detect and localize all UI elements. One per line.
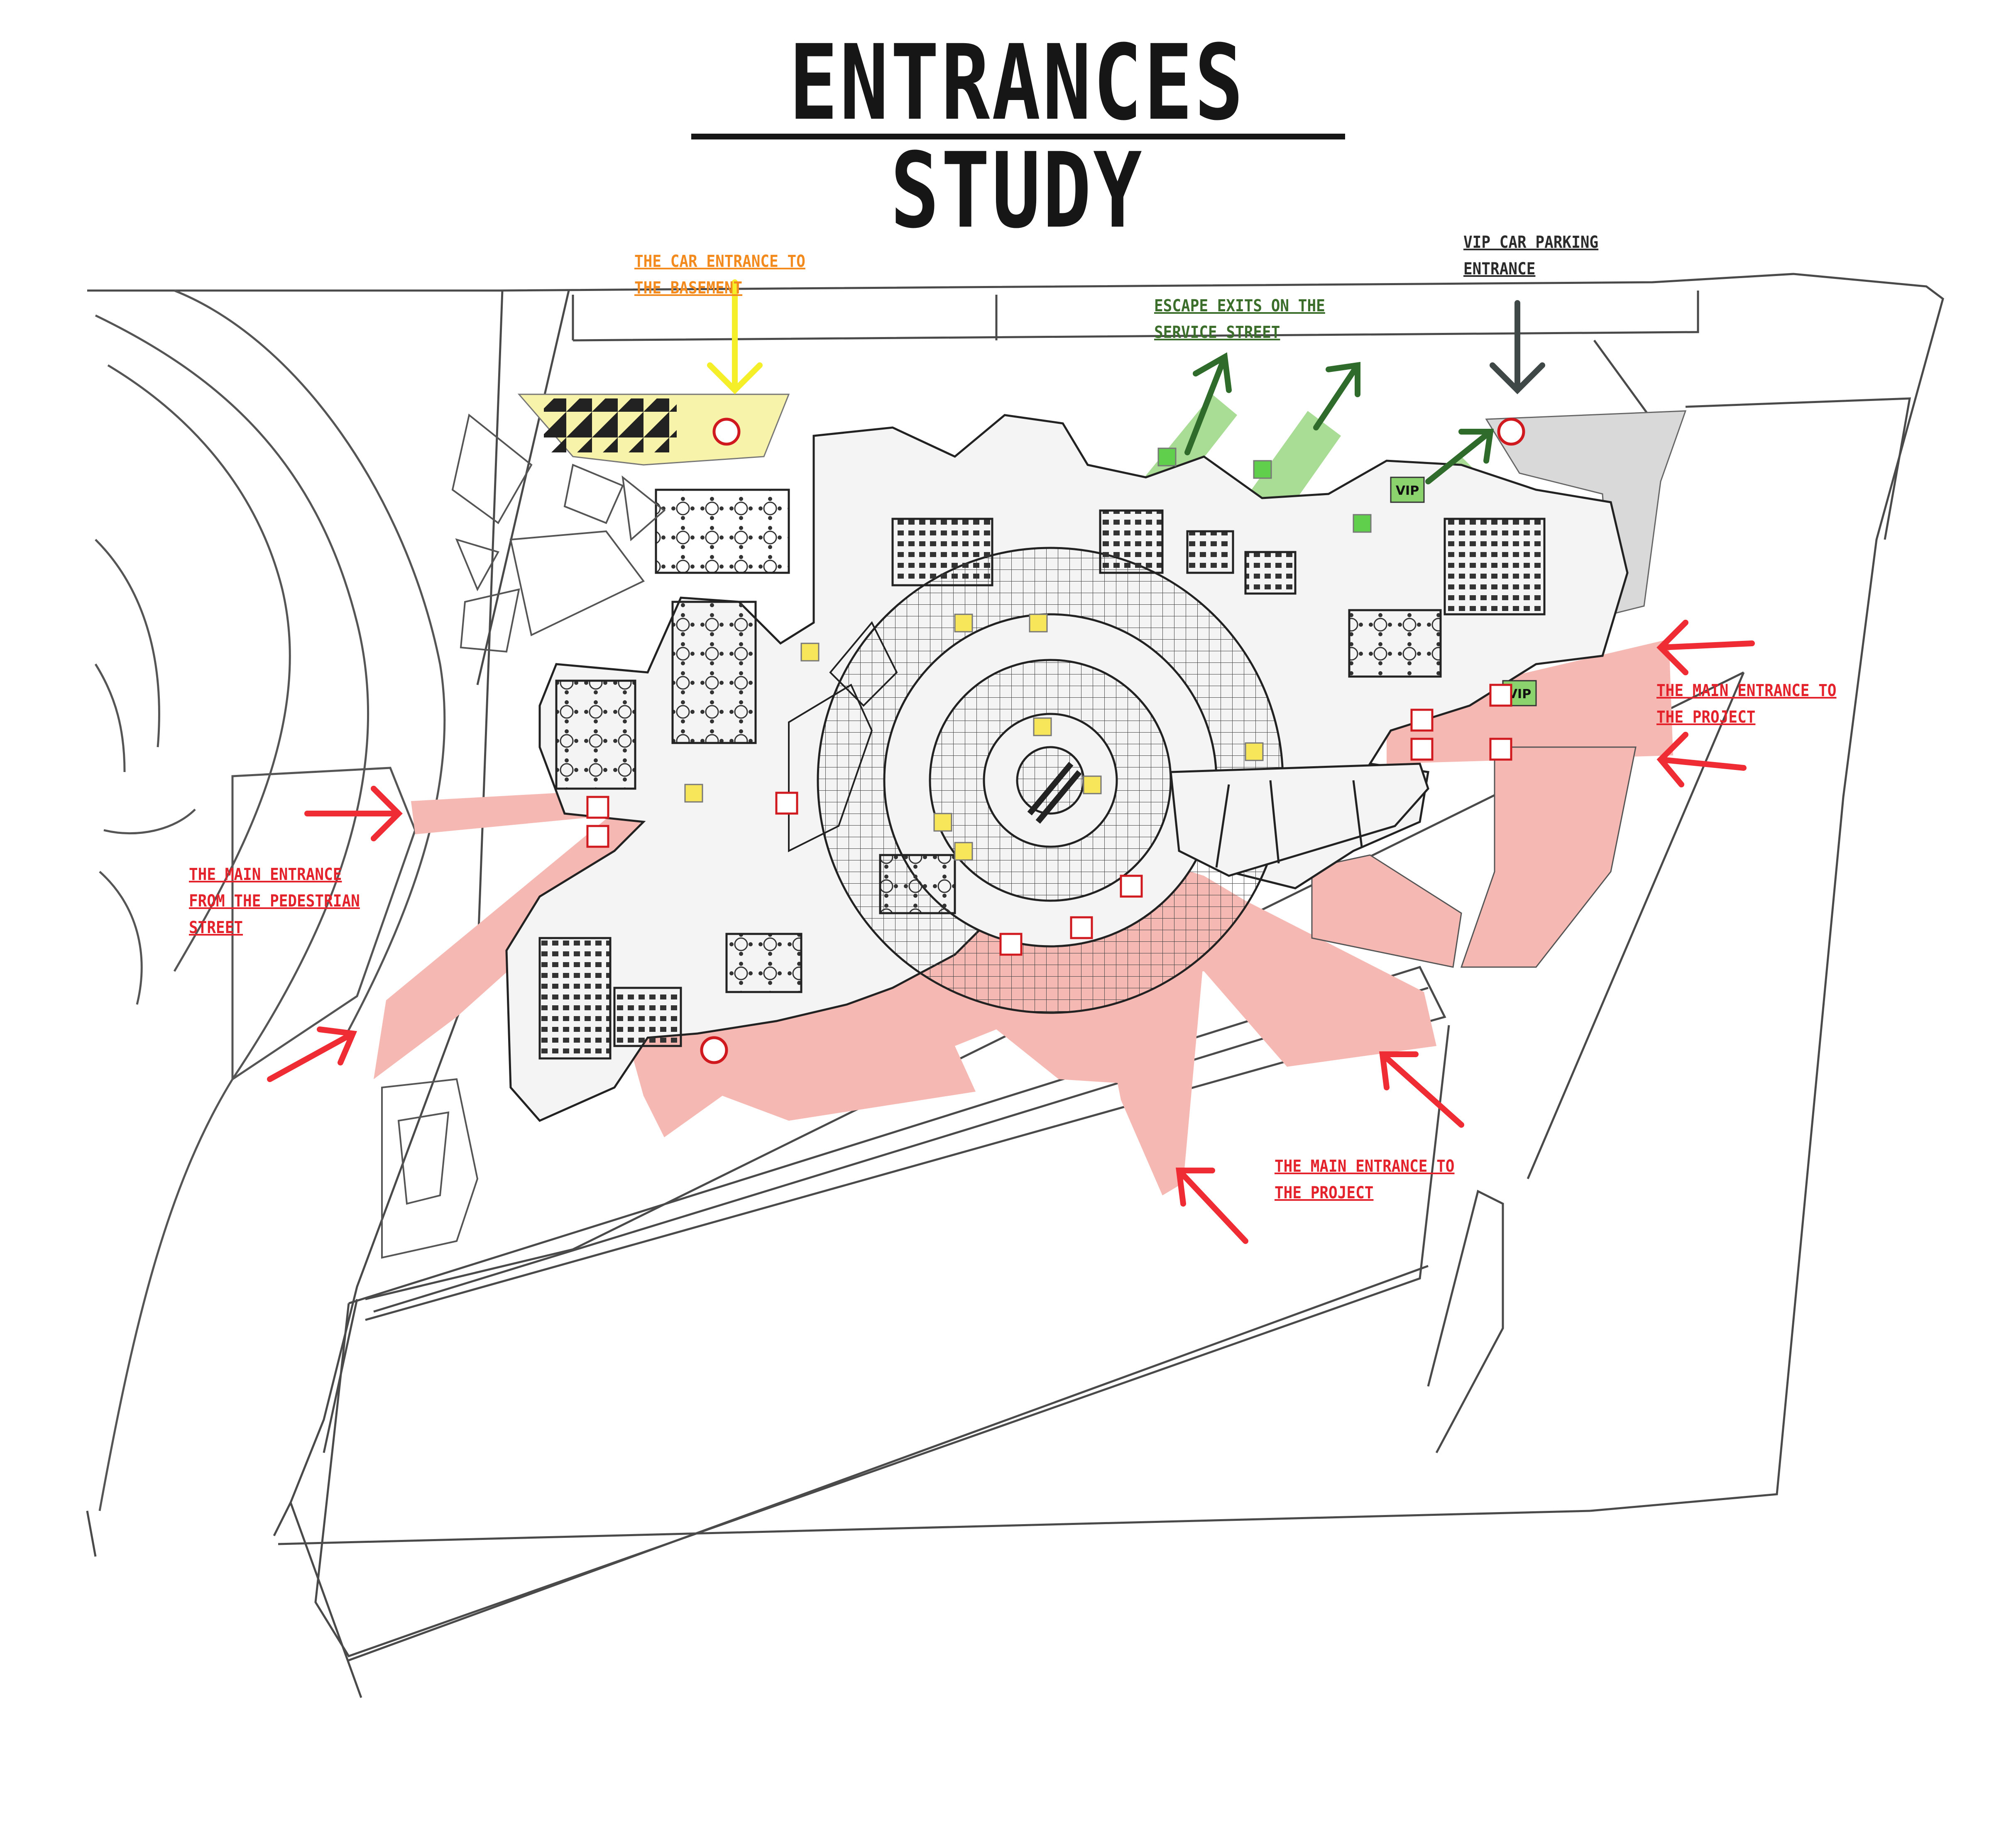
wheelchair-icon bbox=[775, 792, 798, 815]
exit-sign-icon bbox=[1033, 717, 1052, 736]
exit-sign-icon bbox=[1245, 742, 1264, 761]
escape-exit-arrow-icon-3 bbox=[1425, 429, 1494, 484]
vip-badges: VIP VIP bbox=[1390, 476, 1537, 706]
exit-sign-icon bbox=[1157, 447, 1177, 467]
car-icon bbox=[700, 1036, 728, 1064]
exit-sign-icon bbox=[684, 784, 703, 803]
car-markers bbox=[700, 418, 1525, 1064]
label-line: SERVICE STREET bbox=[1154, 323, 1280, 342]
vip-parking-zone bbox=[1485, 410, 1687, 615]
label-escape-exits: ESCAPE EXITS ON THE SERVICE STREET bbox=[1154, 293, 1325, 346]
page-title: ENTRANCES STUDY bbox=[789, 22, 1245, 251]
label-main-entrance-right: THE MAIN ENTRANCE TO THE PROJECT bbox=[1656, 677, 1836, 731]
title-underline bbox=[691, 134, 1345, 139]
exit-sign-icon bbox=[800, 643, 820, 662]
main-entrance-arrow-icon-6 bbox=[1176, 1168, 1248, 1244]
car-icon bbox=[1497, 418, 1525, 446]
escape-exit-arrow-icon-2 bbox=[1313, 362, 1360, 430]
main-entrance-arrow-icon-2 bbox=[267, 1026, 357, 1082]
vip-parking-arrow-icon bbox=[1490, 300, 1545, 394]
building-footprint bbox=[505, 414, 1629, 1122]
label-line: ENTRANCE bbox=[1463, 259, 1536, 279]
left-roads bbox=[94, 289, 446, 1511]
label-line: THE CAR ENTRANCE TO bbox=[634, 252, 805, 271]
pedestrian-icon bbox=[1070, 916, 1093, 939]
main-entrance-arrow-icon-4 bbox=[1656, 732, 1747, 787]
exit-sign-icon bbox=[1253, 460, 1272, 479]
label-line: VIP CAR PARKING bbox=[1463, 233, 1599, 252]
escape-exit-arrows bbox=[1184, 352, 1494, 484]
main-entrance-arrows bbox=[267, 620, 1755, 1244]
vip-badge-text: VIP bbox=[1396, 484, 1419, 498]
main-entrance-arrow-icon-3 bbox=[1656, 620, 1755, 675]
escape-exit-arrow-icon-1 bbox=[1184, 352, 1232, 455]
label-vip-parking-entrance: VIP CAR PARKING ENTRANCE bbox=[1463, 229, 1598, 282]
pedestrian-icon bbox=[999, 933, 1023, 956]
pedestrian-icon bbox=[1410, 738, 1434, 761]
exit-sign-markers bbox=[684, 447, 1372, 861]
wheelchair-icon bbox=[1410, 709, 1434, 732]
pedestrian-icon bbox=[1489, 738, 1512, 761]
label-car-entrance-basement: THE CAR ENTRANCE TO THE BASEMENT bbox=[634, 248, 805, 301]
label-line: STREET bbox=[189, 918, 243, 937]
lower-parking-field bbox=[314, 965, 1450, 1658]
landscape-shards bbox=[381, 413, 666, 1259]
label-line: THE PROJECT bbox=[1275, 1183, 1374, 1202]
label-line: THE MAIN ENTRANCE bbox=[189, 865, 342, 884]
main-entrance-arrow-icon-1 bbox=[304, 786, 403, 841]
exit-sign-icon bbox=[954, 842, 973, 861]
exit-sign-icon bbox=[1083, 775, 1102, 794]
wheelchair-icon bbox=[1489, 684, 1512, 707]
accessibility-markers bbox=[586, 684, 1512, 956]
exit-sign-icon bbox=[933, 813, 952, 832]
pedestrian-icon bbox=[1120, 875, 1143, 898]
label-main-entrance-pedestrian: THE MAIN ENTRANCE FROM THE PEDESTRIAN ST… bbox=[189, 861, 360, 941]
label-line: ESCAPE EXITS ON THE bbox=[1154, 296, 1325, 315]
main-entrance-arrow-icon-5 bbox=[1379, 1051, 1464, 1128]
ramp-zone-right bbox=[1460, 746, 1637, 968]
exit-sign-icon bbox=[954, 613, 973, 633]
wheelchair-icon bbox=[586, 796, 609, 819]
label-line: THE BASEMENT bbox=[634, 279, 743, 298]
label-line: THE MAIN ENTRANCE TO bbox=[1656, 681, 1837, 700]
pedestrian-icon bbox=[586, 825, 609, 848]
label-line: THE MAIN ENTRANCE TO bbox=[1275, 1157, 1455, 1176]
label-line: THE PROJECT bbox=[1656, 708, 1756, 727]
car-entrance-arrow-icon bbox=[707, 279, 763, 394]
label-main-entrance-bottom: THE MAIN ENTRANCE TO THE PROJECT bbox=[1275, 1153, 1454, 1206]
exit-sign-icon bbox=[1029, 613, 1048, 633]
label-line: FROM THE PEDESTRIAN bbox=[189, 892, 360, 911]
ramp-zone-lower bbox=[1311, 854, 1462, 968]
exit-sign-icon bbox=[1353, 514, 1372, 533]
car-icon bbox=[712, 418, 741, 446]
